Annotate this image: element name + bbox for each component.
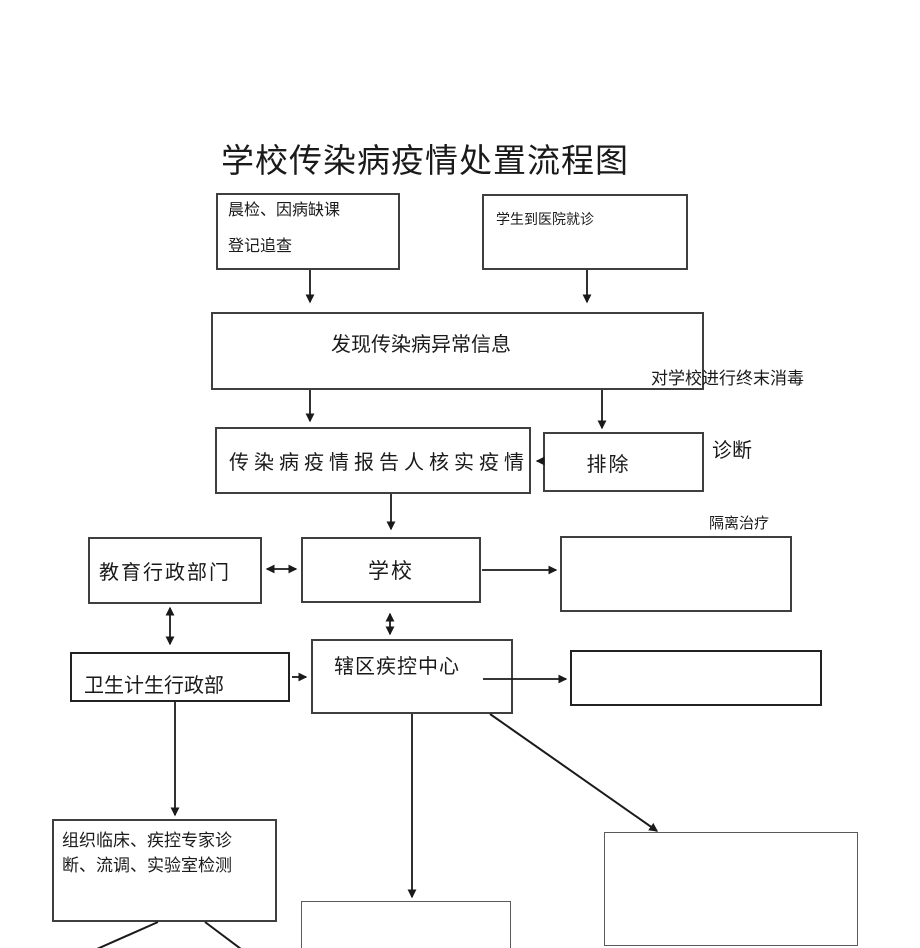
- expert-team-line2: 断、流调、实验室检测: [62, 856, 232, 875]
- diagnosis-label: 诊断: [712, 440, 752, 462]
- district-cdc-label: 辖区疾控中心: [334, 656, 460, 678]
- expert-team-box: 组织临床、疾控专家诊 断、流调、实验室检测: [52, 819, 277, 922]
- hospital-visit-box: 学生到医院就诊: [482, 194, 688, 270]
- education-admin-label: 教育行政部门: [99, 562, 231, 584]
- terminal-disinfection-label: 对学校进行终末消毒: [651, 369, 804, 388]
- morning-check-line1: 晨检、因病缺课: [228, 202, 341, 219]
- health-admin-box: 卫生计生行政部: [70, 652, 290, 702]
- morning-check-line2: 登记追查: [228, 238, 293, 255]
- empty-box-right-of-cdc: [570, 650, 822, 706]
- line-experts-bottom-right: [204, 921, 242, 948]
- school-box: 学校: [301, 537, 481, 603]
- exclude-label: 排除: [586, 453, 631, 476]
- exclude-box: 排除: [543, 432, 704, 492]
- line-experts-bottom-left: [96, 921, 159, 948]
- hospital-visit-label: 学生到医院就诊: [496, 213, 594, 228]
- empty-box-bottom-right: [604, 832, 858, 946]
- school-label: 学校: [368, 559, 414, 583]
- isolation-treatment-label: 隔离治疗: [709, 516, 770, 532]
- isolation-treatment-box: [560, 536, 792, 612]
- verify-epidemic-box: 传染病疫情报告人核实疫情: [215, 427, 531, 494]
- page-title: 学校传染病疫情处置流程图: [221, 144, 629, 180]
- morning-check-box: 晨检、因病缺课 登记追查: [216, 193, 400, 270]
- empty-box-bottom-center: [301, 901, 511, 948]
- district-cdc-box: 辖区疾控中心: [311, 639, 513, 714]
- discover-info-label: 发现传染病异常信息: [331, 334, 511, 356]
- verify-epidemic-label: 传染病疫情报告人核实疫情: [229, 452, 529, 474]
- arrow-cdc-to-bottom-right-box: [489, 713, 659, 832]
- health-admin-label: 卫生计生行政部: [84, 675, 224, 697]
- discover-info-box: 发现传染病异常信息: [211, 312, 704, 390]
- education-admin-box: 教育行政部门: [88, 537, 262, 604]
- expert-team-line1: 组织临床、疾控专家诊: [62, 831, 232, 850]
